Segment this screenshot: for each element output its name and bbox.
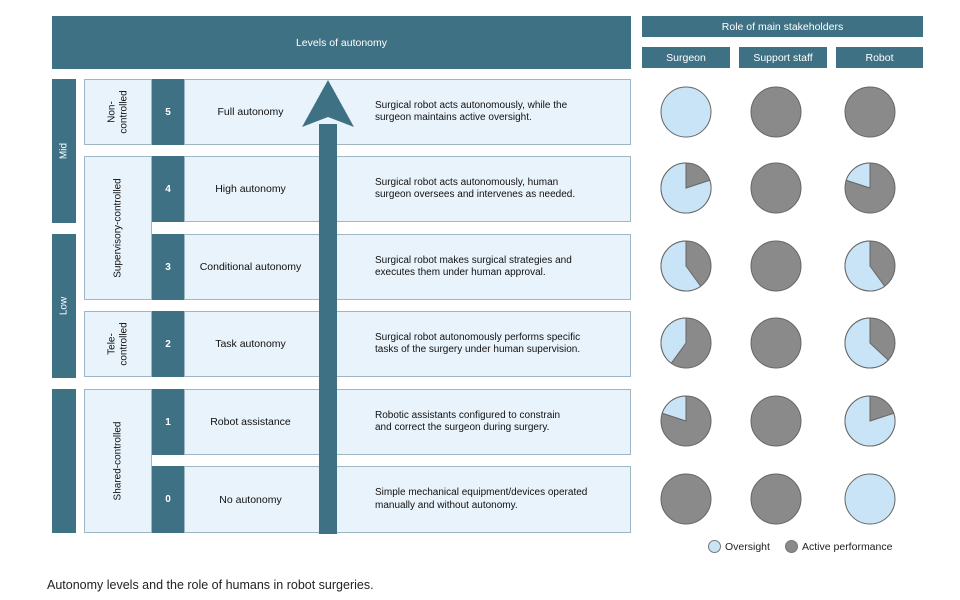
level-name: Conditional autonomy (199, 261, 302, 273)
level-description: Robotic assistants configured to constra… (375, 409, 561, 434)
active-performance-swatch (785, 540, 798, 553)
pie-robot-level-5 (844, 86, 896, 138)
pie-surgeon-level-0 (660, 473, 712, 525)
level-name: Full autonomy (217, 106, 284, 118)
stakeholders-header: Role of main stakeholders (642, 16, 923, 37)
oversight-slice (844, 395, 896, 447)
band-low-label: Low (58, 296, 70, 316)
pie-support-staff-level-5 (750, 86, 802, 138)
level-description: Surgical robot acts autonomously, human … (375, 176, 576, 201)
control-type-supervisory-controlled: Supervisory-controlled (84, 156, 152, 300)
oversight-slice (661, 395, 687, 422)
oversight-slice (845, 162, 871, 189)
level-row (184, 156, 631, 222)
oversight-slice (660, 317, 687, 364)
control-type-non-controlled: Non- controlled (84, 79, 152, 145)
level-name: No autonomy (219, 493, 282, 506)
pie-robot-level-4 (844, 162, 896, 214)
level-description: Simple mechanical equipment/devices oper… (375, 487, 588, 511)
pie-robot-level-0 (844, 473, 896, 525)
pie-surgeon-level-5 (660, 86, 712, 138)
stakeholder-pie-grid (660, 86, 896, 525)
oversight-slice (844, 240, 886, 292)
stakeholder-support-staff-header: Support staff (739, 47, 827, 68)
stakeholders-title: Role of main stakeholders (721, 20, 844, 33)
level-row (184, 466, 631, 533)
band-mid: Mid (52, 79, 76, 223)
legend-oversight: Oversight (708, 540, 770, 553)
level-name: Robot assistance (210, 416, 291, 428)
pie-robot-level-1 (844, 395, 896, 447)
pie-surgeon-level-4 (660, 162, 712, 214)
pie-support-staff-level-1 (750, 395, 802, 447)
level-number: 3 (152, 234, 184, 300)
pie-robot-level-3 (844, 240, 896, 292)
stakeholder-surgeon-header: Surgeon (642, 47, 730, 68)
oversight-slice (660, 162, 712, 214)
pie-surgeon-level-1 (660, 395, 712, 447)
band-low: Low (52, 234, 76, 378)
level-name: High autonomy (215, 183, 286, 195)
pie-surgeon-level-3 (660, 240, 712, 292)
level-description: Surgical robot acts autonomously, while … (375, 99, 568, 124)
level-row (184, 389, 631, 455)
band-none (52, 389, 76, 533)
level-name: Task autonomy (215, 338, 286, 350)
pie-support-staff-level-2 (750, 317, 802, 369)
level-row (184, 234, 631, 300)
level-number: 4 (152, 156, 184, 222)
control-type-shared-controlled: Shared-controlled (84, 389, 152, 533)
level-description: Surgical robot makes surgical strategies… (375, 254, 572, 279)
level-row (184, 79, 631, 145)
level-description: Surgical robot autonomously performs spe… (375, 331, 581, 356)
level-number: 5 (152, 79, 184, 145)
autonomy-arrow-icon (302, 80, 354, 534)
pie-surgeon-level-2 (660, 317, 712, 369)
legend-active-performance: Active performance (785, 540, 892, 553)
level-number: 1 (152, 389, 184, 455)
oversight-swatch (708, 540, 721, 553)
oversight-slice (660, 240, 702, 292)
pie-support-staff-level-4 (750, 162, 802, 214)
levels-of-autonomy-header: Levels of autonomy (52, 16, 631, 69)
level-number: 2 (152, 311, 184, 377)
stakeholder-robot-header: Robot (836, 47, 923, 68)
figure-caption: Autonomy levels and the role of humans i… (47, 578, 374, 592)
pie-support-staff-level-0 (750, 473, 802, 525)
level-row (184, 311, 631, 377)
band-mid-label: Mid (58, 142, 70, 160)
control-type-tele-controlled: Tele- controlled (84, 311, 152, 377)
levels-title: Levels of autonomy (295, 36, 388, 49)
pie-robot-level-2 (844, 317, 896, 369)
pie-support-staff-level-3 (750, 240, 802, 292)
level-number: 0 (152, 466, 184, 533)
oversight-slice (844, 317, 889, 369)
